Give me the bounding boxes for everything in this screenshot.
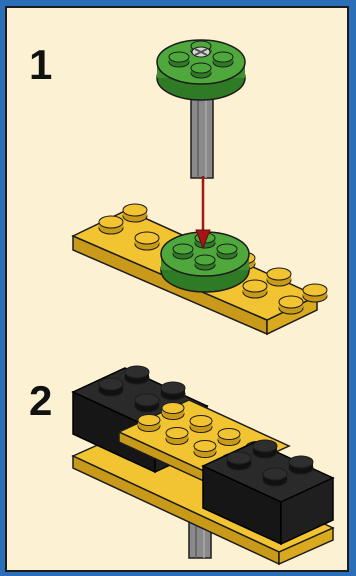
instruction-artwork — [71, 39, 335, 566]
instruction-panel: 1 2 — [5, 6, 349, 572]
black-stud — [252, 439, 278, 459]
yellow-stud — [217, 428, 241, 446]
green-round-plate-axle — [156, 39, 246, 101]
step-2-illustration — [71, 365, 335, 566]
yellow-stud — [193, 440, 217, 458]
yellow-stud — [98, 215, 124, 235]
black-stud — [226, 451, 252, 471]
green-stud — [172, 243, 194, 260]
black-stud — [134, 393, 160, 413]
yellow-stud — [137, 414, 161, 432]
yellow-stud — [165, 427, 189, 445]
red-arrow — [195, 176, 211, 250]
green-stud — [212, 51, 234, 68]
yellow-stud — [266, 267, 292, 287]
step-1-number: 1 — [29, 41, 53, 88]
yellow-stud — [122, 203, 148, 223]
step-2-number: 2 — [29, 377, 53, 424]
yellow-stud — [134, 231, 160, 251]
black-stud — [160, 381, 186, 401]
green-stud — [194, 254, 216, 271]
green-stud — [168, 51, 190, 68]
yellow-stud — [161, 402, 185, 420]
yellow-stud — [242, 279, 268, 299]
black-stud — [262, 467, 288, 487]
black-stud — [124, 365, 150, 385]
yellow-stud — [302, 283, 328, 303]
yellow-stud — [189, 415, 213, 433]
black-stud — [288, 455, 314, 475]
yellow-stud — [278, 295, 304, 315]
black-stud — [98, 377, 124, 397]
green-stud — [190, 62, 212, 79]
green-stud — [216, 243, 238, 260]
black-brick-right — [201, 439, 335, 546]
step-1-illustration — [71, 39, 328, 336]
